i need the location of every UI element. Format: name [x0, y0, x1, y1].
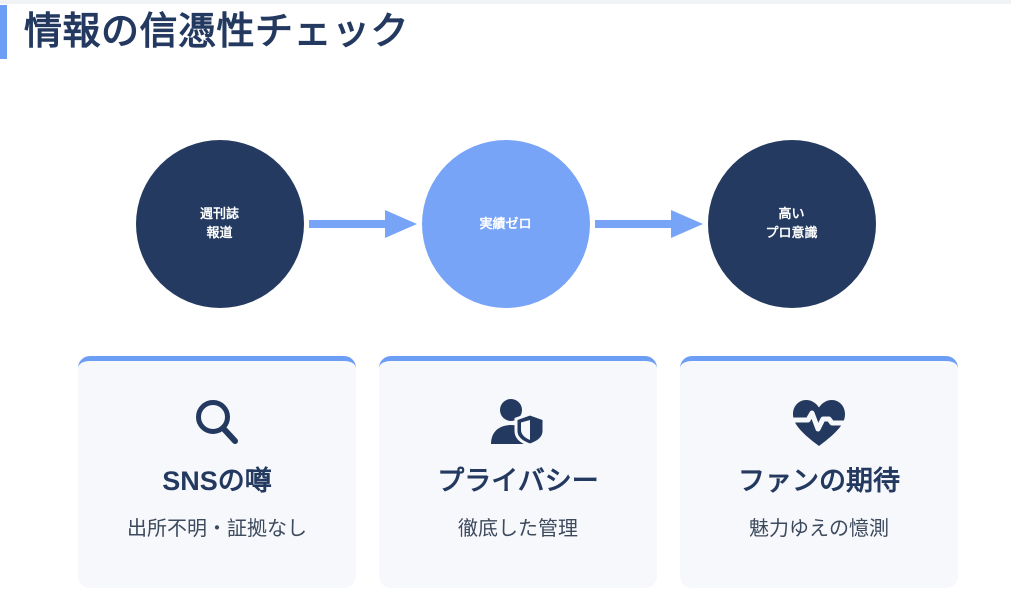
- flow-step-2: 実績ゼロ: [421, 140, 590, 308]
- info-card-privacy-title: プライバシー: [437, 466, 599, 496]
- flow-step-3-line-1: 高い: [778, 206, 805, 222]
- info-card-sns: SNSの噂 出所不明・証拠なし: [78, 356, 356, 588]
- flow-step-2-line-1: 実績ゼロ: [479, 215, 532, 231]
- person-shield-icon: [489, 395, 547, 451]
- heart-pulse-icon: [791, 395, 847, 451]
- info-card-list: SNSの噂 出所不明・証拠なし プライバシー 徹底した管理 ファンの期待 魅力ゆ…: [78, 356, 958, 588]
- arrow-right-icon: [590, 207, 708, 241]
- flow-step-1-line-2: 報道: [206, 225, 233, 240]
- page-title: 情報の信憑性チェック: [24, 11, 410, 53]
- info-card-privacy: プライバシー 徹底した管理: [379, 356, 657, 588]
- flow-step-3: 高い プロ意識: [707, 140, 876, 308]
- flow-step-3-line-2: プロ意識: [765, 225, 818, 240]
- info-card-privacy-desc: 徹底した管理: [458, 517, 578, 540]
- title-accent-bar: [0, 5, 7, 59]
- top-strip: [0, 0, 1011, 4]
- process-flow: 週刊誌 報道 実績ゼロ 高い プロ意識: [0, 124, 1011, 324]
- flow-step-1: 週刊誌 報道: [135, 140, 304, 308]
- info-card-fans: ファンの期待 魅力ゆえの憶測: [680, 356, 958, 588]
- magnifier-icon: [190, 395, 244, 451]
- flow-step-1-line-1: 週刊誌: [199, 206, 239, 222]
- info-card-fans-desc: 魅力ゆえの憶測: [749, 517, 889, 540]
- page-header: 情報の信憑性チェック: [0, 4, 409, 60]
- info-card-fans-title: ファンの期待: [738, 466, 900, 496]
- arrow-right-icon: [304, 207, 422, 241]
- info-card-sns-title: SNSの噂: [162, 466, 272, 496]
- info-card-sns-desc: 出所不明・証拠なし: [127, 517, 307, 540]
